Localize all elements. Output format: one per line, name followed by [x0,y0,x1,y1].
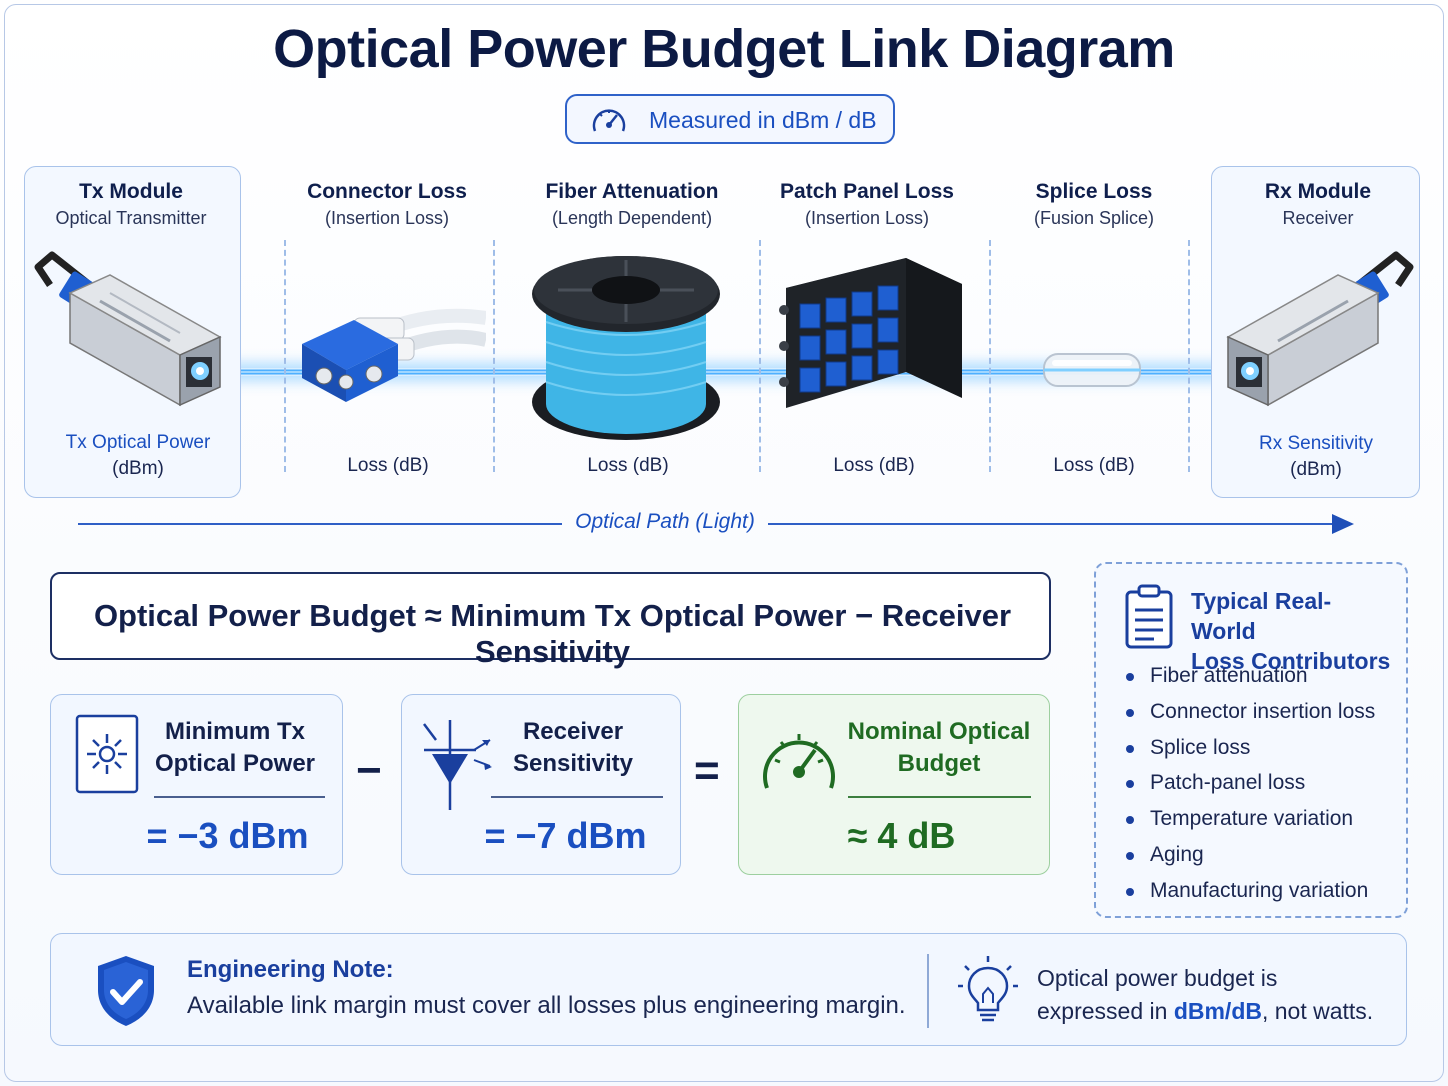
tx-power-label: Tx Optical Power [65,432,211,453]
connector-loss-title: Connector Loss [307,180,467,203]
laser-icon [75,714,139,794]
equals-operator: = [694,746,720,795]
rx-sensitivity-card [401,694,681,875]
nominal-budget-title-line2: Budget [897,750,981,777]
separator [284,240,286,472]
tx-power-unit: (dBm) [112,458,164,479]
list-item: Temperature variation [1126,807,1375,843]
rx-sensitivity-unit: (dBm) [1290,459,1342,480]
optical-path-label: Optical Path (Light) [575,510,755,533]
connector-loss-label: Loss (dB) [347,455,429,476]
rx-sensitivity-value: = −7 dBm [484,815,647,856]
loss-contributors-title-line1: Typical Real-World [1191,588,1332,644]
fiber-attenuation-subtitle: (Length Dependent) [551,208,713,228]
units-tip: Optical power budget is expressed in dBm… [1037,962,1377,1028]
nominal-budget-title-line1: Nominal Optical [847,718,1031,745]
divider [491,796,663,798]
gauge-icon [592,109,626,132]
tx-power-title-line2: Optical Power [154,750,316,777]
units-tip-prefix: Optical power budget is expressed in [1037,965,1278,1024]
list-item: Fiber attenuation [1126,664,1375,700]
list-item: Aging [1126,843,1375,879]
patch-panel-title: Patch Panel Loss [780,180,954,203]
optical-path-line [78,523,562,525]
rx-sensitivity-label: Rx Sensitivity [1258,433,1374,454]
fiber-attenuation-title: Fiber Attenuation [545,180,719,203]
splice-sleeve-icon [1043,353,1141,387]
separator [493,240,495,472]
separator [989,240,991,472]
divider [154,796,325,798]
patch-panel-subtitle: (Insertion Loss) [804,208,930,228]
list-item: Splice loss [1126,736,1375,772]
nominal-budget-card [738,694,1050,875]
title-decoration-right [1218,52,1430,54]
optical-path-line [768,523,1338,525]
splice-loss-label: Loss (dB) [1053,455,1135,476]
loss-contributors-panel: Typical Real-World Loss Contributors Fib… [1094,562,1408,918]
engineering-note-panel: Engineering Note: Available link margin … [50,933,1407,1046]
tx-power-title-line1: Minimum Tx [164,718,305,745]
photodiode-icon [423,720,492,810]
engineering-note-title: Engineering Note: [187,956,394,983]
list-item: Patch-panel loss [1126,771,1375,807]
budget-formula-box: Optical Power Budget ≈ Minimum Tx Optica… [50,572,1051,669]
patch-panel-label: Loss (dB) [833,455,915,476]
separator [1188,240,1190,472]
units-badge-text: Measured in dBm / dB [649,107,877,133]
loss-contributors-list: Fiber attenuation Connector insertion lo… [1126,664,1375,915]
nominal-budget-value: ≈ 4 dB [847,815,956,856]
arrow-right-icon [1332,514,1354,534]
loss-contributors-title-line2: Loss Contributors [1191,648,1391,674]
lightbulb-icon [958,956,1018,1022]
patch-panel-icon [779,258,962,408]
engineering-note-body: Available link margin must cover all los… [187,992,906,1019]
minus-operator: − [356,746,382,795]
page-title: Optical Power Budget Link Diagram [273,19,1175,79]
rx-sensitivity-title-line1: Receiver [522,718,624,745]
gauge-icon [763,734,835,789]
divider [848,796,1031,798]
sfp-transceiver-icon [1226,251,1414,407]
rx-module-subtitle: Receiver [1282,208,1354,228]
tx-power-value: = −3 dBm [146,815,309,856]
fiber-attenuation-label: Loss (dB) [587,455,669,476]
sfp-transceiver-icon [34,251,222,407]
units-tip-highlight: dBm/dB [1173,998,1262,1024]
divider [927,954,929,1028]
loss-contributors-title: Typical Real-World Loss Contributors [1191,586,1391,676]
rx-sensitivity-title-line2: Sensitivity [512,750,634,777]
splice-loss-title: Splice Loss [1035,180,1153,203]
units-tip-suffix: , not watts. [1261,998,1374,1024]
fiber-spool-icon [532,256,720,440]
duplex-connector-icon [302,308,486,402]
splice-loss-subtitle: (Fusion Splice) [1033,208,1155,228]
tx-module-subtitle: Optical Transmitter [55,208,207,228]
clipboard-icon [1125,584,1173,649]
connector-loss-subtitle: (Insertion Loss) [324,208,450,228]
tx-module-title: Tx Module [79,180,183,203]
light-beam [200,368,1250,376]
budget-formula: Optical Power Budget ≈ Minimum Tx Optica… [93,598,1012,669]
units-badge: Measured in dBm / dB [565,94,895,144]
list-item: Connector insertion loss [1126,700,1375,736]
separator [759,240,761,472]
shield-check-icon [98,956,154,1026]
list-item: Manufacturing variation [1126,879,1375,915]
rx-module-title: Rx Module [1264,180,1372,203]
